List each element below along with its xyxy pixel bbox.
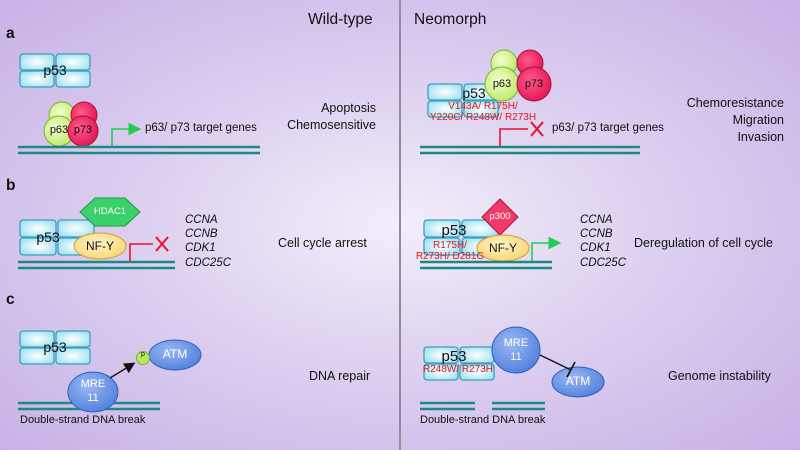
c-wt-phospho-label: p xyxy=(141,351,145,358)
c-wt-caption: Double-strand DNA break xyxy=(20,414,146,426)
c-wt-atm-label: ATM xyxy=(162,347,188,361)
b-neo-p300-label: p300 xyxy=(489,211,511,222)
a-wt-p63-label: p63 xyxy=(49,124,69,136)
a-wt-p53-tetramer xyxy=(19,53,91,88)
b-wt-dna xyxy=(18,260,175,270)
b-wt-hdac1-label: HDAC1 xyxy=(93,206,127,217)
b-neo-p53-label: p53 xyxy=(441,222,467,239)
b-wt-inhibition xyxy=(129,236,169,261)
a-wt-phenotype: Apoptosis Chemosensitive xyxy=(287,101,376,132)
a-neo-p63-p73-complex xyxy=(484,49,552,102)
c-neo-phenotype: Genome instability xyxy=(668,369,771,383)
a-wt-dna xyxy=(18,145,260,155)
c-wt-arrow xyxy=(109,362,136,379)
b-wt-phenotype: Cell cycle arrest xyxy=(278,236,367,250)
a-wt-activation-arrow xyxy=(111,122,142,146)
c-wt-mre11-label: MRE 11 xyxy=(80,378,106,404)
b-neo-mutations: R175H/ R273H/ D281G xyxy=(415,240,485,262)
b-wt-hdac1-shape xyxy=(79,197,141,227)
a-neo-mutations: V143A/ R175H/ Y220C/ R248W/ R273H xyxy=(429,101,537,123)
b-wt-nfy-label: NF-Y xyxy=(86,239,114,253)
b-wt-nfy-shape xyxy=(73,232,127,260)
a-wt-target-genes: p63/ p73 target genes xyxy=(145,122,257,134)
a-wt-p73-label: p73 xyxy=(73,124,93,136)
b-wt-genes: CCNA CCNB CDK1 CDC25C xyxy=(185,214,232,269)
b-neo-nfy-label: NF-Y xyxy=(489,241,517,255)
a-neo-p63-label: p63 xyxy=(492,78,512,90)
c-neo-mre11-label: MRE 11 xyxy=(503,337,529,363)
c-neo-caption: Double-strand DNA break xyxy=(420,414,546,426)
a-wt-p63-p73-complex xyxy=(43,101,99,147)
a-neo-inhibition xyxy=(499,121,544,146)
c-neo-mre11-shape xyxy=(491,326,541,374)
a-wt-p53-label: p53 xyxy=(43,62,67,78)
b-neo-genes: CCNA CCNB CDK1 CDC25C xyxy=(580,214,627,269)
c-wt-phenotype: DNA repair xyxy=(309,369,371,383)
c-wt-p53-tetramer xyxy=(19,330,91,365)
c-wt-phospho-shape xyxy=(136,351,150,365)
a-neo-target-genes: p63/ p73 target genes xyxy=(552,122,664,134)
b-neo-activation-arrow xyxy=(531,236,562,261)
a-neo-p73-label: p73 xyxy=(524,78,544,90)
panel-label-c: c xyxy=(6,291,15,308)
panel-label-a: a xyxy=(6,25,15,42)
column-divider xyxy=(399,0,401,450)
a-neo-phenotype: Chemoresistance Migration Invasion xyxy=(686,96,784,144)
a-neo-dna xyxy=(420,145,640,155)
header-neomorph: Neomorph xyxy=(414,11,487,28)
c-wt-p53-label: p53 xyxy=(43,339,67,355)
header-wild-type: Wild-type xyxy=(308,11,373,28)
a-neo-p53-label: p53 xyxy=(462,85,486,101)
b-wt-p53-tetramer xyxy=(19,219,95,256)
c-neo-inhibition-bar xyxy=(539,354,576,378)
b-neo-phenotype: Deregulation of cell cycle xyxy=(634,236,773,250)
c-neo-p53-label: p53 xyxy=(441,348,467,365)
c-neo-atm-label: ATM xyxy=(565,374,591,388)
c-neo-dna-break xyxy=(420,401,545,411)
c-neo-atm-shape xyxy=(551,366,605,398)
b-wt-p53-label: p53 xyxy=(36,229,60,245)
panel-label-b: b xyxy=(6,177,16,194)
c-neo-mutations: R248W/ R273H xyxy=(422,364,494,375)
b-neo-dna xyxy=(420,260,552,270)
c-wt-mre11-shape xyxy=(67,371,119,413)
